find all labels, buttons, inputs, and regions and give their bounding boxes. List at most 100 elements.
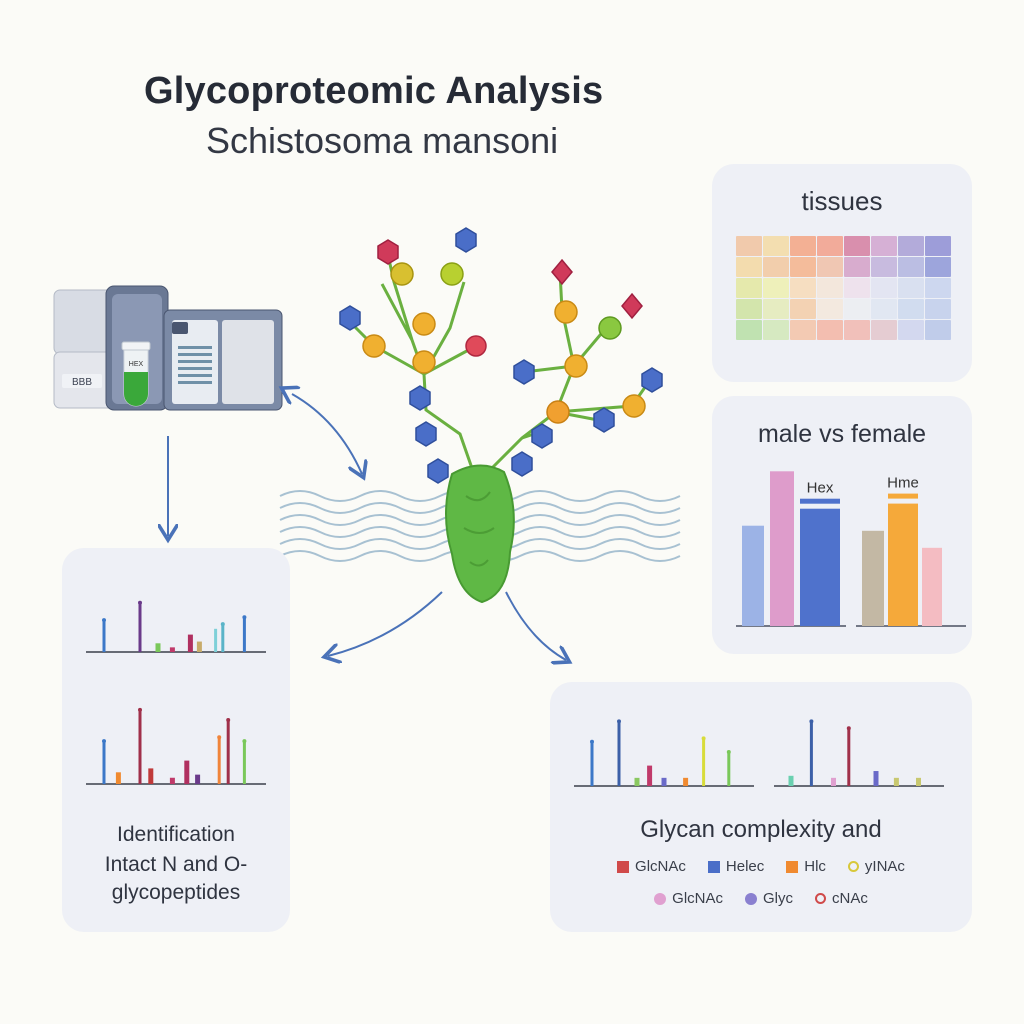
- spectrum-peak: [916, 777, 921, 786]
- legend-item: GlcNAc: [617, 858, 686, 875]
- instrument-label: BBB: [72, 377, 92, 388]
- circle-swatch-icon: [654, 892, 667, 905]
- spectrum-peak: [634, 777, 640, 786]
- sex-bar-chart: Hex Hme: [736, 471, 966, 627]
- heatmap-cell: [898, 257, 924, 277]
- square-swatch-icon: [707, 860, 720, 873]
- spectrum-peak: [847, 728, 851, 786]
- sex-bar-cap: [888, 493, 918, 499]
- heatmap-cell: [844, 236, 870, 256]
- legend-label: Helec: [725, 858, 765, 875]
- heatmap-cell: [763, 236, 789, 256]
- circle-swatch-icon: [745, 892, 757, 905]
- sex-bar-label: Hme: [887, 475, 919, 492]
- spectrum-peak-tip: [102, 618, 106, 623]
- spectrum-peak: [148, 768, 154, 784]
- spectrum-peak: [647, 765, 653, 786]
- square-swatch-icon: [815, 893, 826, 904]
- heatmap-cell: [736, 278, 762, 298]
- glycan-complexity-heading: Glycan complexity and: [640, 816, 882, 843]
- heatmap-cell: [898, 236, 924, 256]
- identification-line-2: Intact N and O-: [104, 853, 248, 876]
- spectrum-peak: [683, 777, 689, 786]
- spectrum-peak: [155, 643, 161, 652]
- heatmap-cell: [844, 278, 870, 298]
- spectrum-peak: [102, 620, 106, 652]
- heatmap-cell: [817, 257, 843, 277]
- heatmap-cell: [790, 257, 816, 277]
- legend-label: Hlc: [804, 858, 826, 875]
- legend-label: cNAc: [832, 890, 868, 907]
- spectrum-peak: [590, 741, 594, 786]
- spectrum-peak-tip: [226, 718, 231, 723]
- spectrum-peak: [661, 777, 667, 786]
- legend-label: GlcNAc: [672, 890, 723, 907]
- identification-line-3: glycopeptides: [111, 881, 241, 904]
- spectrum-peak: [617, 721, 621, 786]
- identification-spectrum-1: [86, 600, 266, 653]
- heatmap-cell: [925, 257, 951, 277]
- spectrum-peak: [138, 709, 142, 784]
- spectrum-peak: [169, 777, 175, 784]
- spectrum-peak: [226, 720, 230, 784]
- legend-item: cNAc: [815, 890, 868, 907]
- sex-comparison-heading: male vs female: [757, 420, 927, 448]
- spectrum-peak: [831, 777, 836, 786]
- spectrum-peak-tip: [590, 739, 594, 744]
- square-swatch-icon: [847, 861, 859, 872]
- legend-label: yINAc: [864, 858, 905, 875]
- spectrum-peak-tip: [220, 622, 225, 627]
- page-title: Glycoproteomic Analysis: [144, 70, 604, 112]
- identification-panel: Identification Intact N and O- glycopept…: [62, 548, 290, 932]
- glycan-legend-row-2: GlcNAc Glyc cNAc: [550, 890, 972, 907]
- heatmap-cell: [790, 278, 816, 298]
- sex-bar: [922, 547, 942, 626]
- spectrum-peak: [893, 777, 899, 786]
- heatmap-cell: [736, 236, 762, 256]
- legend-item: GlcNAc: [654, 890, 723, 907]
- sex-bar-label: Hex: [807, 480, 834, 497]
- heatmap-cell: [925, 299, 951, 319]
- sex-bar-cap: [800, 498, 840, 504]
- spectrum-peak-tip: [138, 707, 142, 712]
- spectrum-peak: [788, 775, 794, 786]
- sex-bar: [888, 503, 918, 626]
- spectrum-peak: [102, 741, 106, 784]
- spectrum-peak: [195, 774, 201, 784]
- spectrum-peak: [217, 737, 221, 784]
- spectrum-peak: [187, 634, 193, 652]
- tissue-heatmap: [736, 236, 951, 340]
- heatmap-cell: [871, 299, 897, 319]
- heatmap-cell: [844, 257, 870, 277]
- heatmap-cell: [736, 257, 762, 277]
- heatmap-cell: [763, 299, 789, 319]
- heatmap-cell: [925, 278, 951, 298]
- spectrum-peak-tip: [846, 726, 851, 731]
- heatmap-cell: [925, 320, 951, 340]
- mass-spectrometer-icon: HEX BBB: [53, 285, 283, 411]
- spectrum-peak: [169, 647, 175, 652]
- spectrum-peak-tip: [242, 739, 247, 744]
- spectrum-peak: [115, 772, 121, 784]
- heatmap-cell: [790, 320, 816, 340]
- spectrum-peak-tip: [617, 719, 621, 724]
- heatmap-cell: [790, 299, 816, 319]
- spectrum-peak-tip: [809, 719, 814, 724]
- spectrum-peak: [184, 760, 190, 784]
- heatmap-cell: [790, 236, 816, 256]
- heatmap-cell: [844, 320, 870, 340]
- heatmap-cell: [898, 299, 924, 319]
- spectrum-peak: [702, 738, 706, 786]
- legend-label: Glyc: [763, 890, 793, 907]
- complexity-spectrum-1: [574, 719, 754, 787]
- sex-bar: [800, 508, 840, 626]
- heatmap-cell: [763, 278, 789, 298]
- spectrum-peak: [727, 752, 731, 786]
- heatmap-cell: [817, 278, 843, 298]
- spectrum-peak: [873, 771, 879, 786]
- sex-comparison-panel: male vs female Hex Hme: [712, 396, 972, 654]
- spectrum-peak-tip: [701, 736, 706, 741]
- identification-spectrum-2: [86, 707, 266, 785]
- heatmap-cell: [817, 320, 843, 340]
